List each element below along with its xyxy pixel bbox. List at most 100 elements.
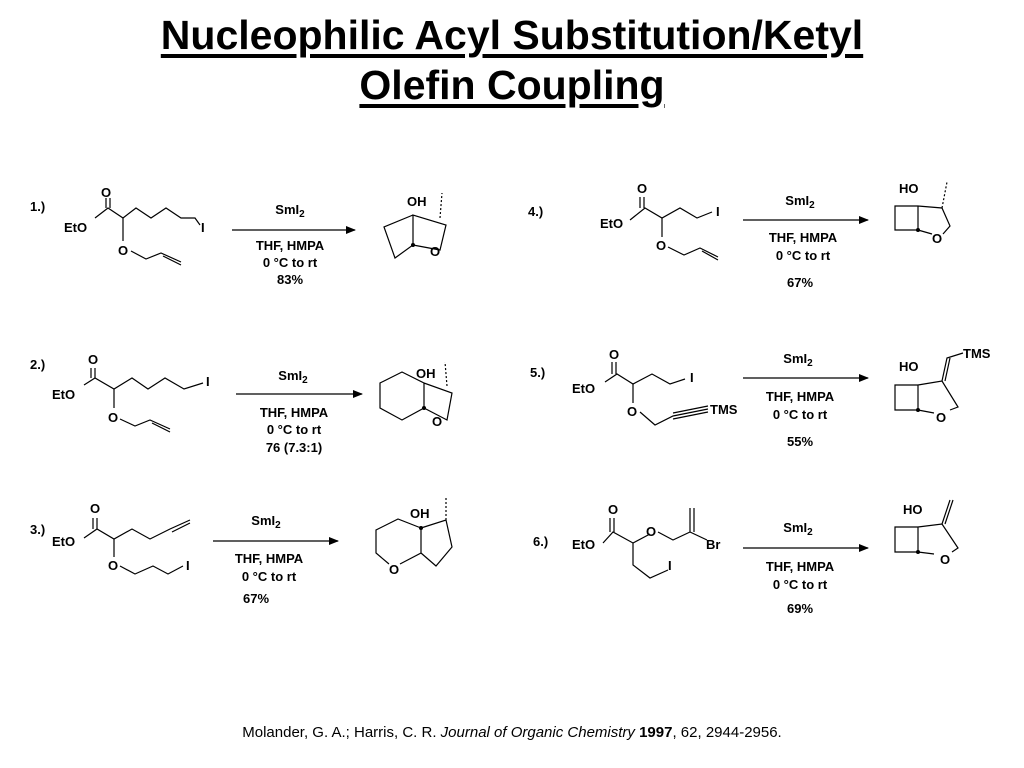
carbonyl-bond: [609, 518, 615, 532]
title-line-1: Nucleophilic Acyl Substitution/Ketyl: [160, 12, 864, 58]
reaction-arrow: SmI2 THF, HMPA 0 °C to rt 69%: [743, 520, 869, 616]
solvent-text: THF, HMPA: [256, 238, 325, 253]
atom-i: I: [716, 204, 720, 219]
reaction-6: 6.) O EtO O Br I SmI2 THF, HMPA 0 °C to …: [533, 499, 959, 616]
carbon-chain: [83, 519, 191, 540]
carbonyl-bond: [92, 518, 98, 529]
stereocenter-dot: [916, 408, 920, 412]
atom-o: O: [88, 352, 98, 367]
slide-title: Nucleophilic Acyl Substitution/Ketyl Ole…: [0, 10, 1024, 110]
fused-ring-bonds: [894, 523, 959, 555]
exocyclic-methylene-bonds: [941, 499, 954, 525]
product: OH O: [383, 192, 447, 259]
reaction-1: 1.) O EtO O I SmI2 THF, HMPA 0 °C to rt …: [30, 185, 447, 287]
title-line-2: Olefin Coupling: [359, 62, 665, 108]
atom-o: O: [646, 524, 656, 539]
starting-material: O EtO O I: [52, 501, 191, 575]
reaction-2: 2.) O EtO O I SmI2 THF, HMPA 0 °C to rt …: [30, 352, 453, 455]
atom-o: O: [389, 562, 399, 577]
atom-eto: EtO: [52, 534, 75, 549]
reaction-number: 6.): [533, 534, 548, 549]
citation-year: 1997: [639, 724, 673, 741]
atom-tms: TMS: [710, 402, 738, 417]
yield-text: 55%: [787, 434, 813, 449]
reagent-text: SmI2: [278, 368, 308, 386]
iodopropyl-ether-bonds: [113, 539, 184, 575]
stereocenter-dot: [419, 526, 423, 530]
atom-eto: EtO: [600, 216, 623, 231]
carbon-chain: [94, 207, 201, 226]
atom-o: O: [936, 410, 946, 425]
reagent-text: SmI2: [783, 351, 813, 369]
atom-o: O: [940, 552, 950, 567]
stereocenter-dot: [916, 228, 920, 232]
atom-o: O: [932, 231, 942, 246]
atom-o: O: [101, 185, 111, 200]
yield-text: 76 (7.3:1): [266, 440, 322, 455]
fused-ring-bonds: [894, 380, 959, 414]
yield-text: 67%: [243, 591, 269, 606]
product: HO O: [894, 181, 951, 246]
temperature-text: 0 °C to rt: [776, 248, 831, 263]
atom-tms: TMS: [963, 346, 991, 361]
reaction-number: 2.): [30, 357, 45, 372]
solvent-text: THF, HMPA: [769, 230, 838, 245]
product: HO O TMS: [894, 346, 991, 425]
bromoallyl-ether-bonds: [602, 508, 708, 544]
stereocenter-dot: [422, 406, 426, 410]
allyl-ether-bonds: [113, 389, 171, 433]
carbonyl-bond: [639, 197, 645, 208]
product: OH O: [375, 497, 453, 577]
reaction-arrow: SmI2 THF, HMPA 0 °C to rt 76 (7.3:1): [236, 368, 363, 455]
reaction-number: 3.): [30, 522, 45, 537]
reaction-arrow: SmI2 THF, HMPA 0 °C to rt 67%: [213, 513, 339, 606]
atom-i: I: [206, 374, 210, 389]
methyl-hashed-bond: [941, 181, 948, 209]
atom-o: O: [637, 181, 647, 196]
atom-br: Br: [706, 537, 720, 552]
reaction-arrow: SmI2 THF, HMPA 0 °C to rt 67%: [743, 193, 869, 290]
reagent-text: SmI2: [783, 520, 813, 538]
reaction-number: 4.): [528, 204, 543, 219]
stereocenter-dot: [916, 550, 920, 554]
atom-oh: OH: [416, 366, 436, 381]
product: HO O: [894, 499, 959, 567]
yield-text: 83%: [277, 272, 303, 287]
atom-o: O: [656, 238, 666, 253]
reaction-number: 1.): [30, 199, 45, 214]
solvent-text: THF, HMPA: [260, 405, 329, 420]
citation-journal: Journal of Organic Chemistry: [440, 724, 635, 741]
starting-material: O EtO O I: [600, 181, 720, 261]
yield-text: 67%: [787, 275, 813, 290]
carbon-chain: [629, 207, 713, 221]
carbonyl-bond: [611, 362, 617, 374]
product: OH O: [379, 361, 453, 429]
reagent-text: SmI2: [785, 193, 815, 211]
carbon-chain: [83, 377, 204, 390]
fused-ring-bonds: [375, 518, 453, 567]
iodoethyl-bonds: [632, 543, 669, 579]
reaction-4: 4.) O EtO O I SmI2 THF, HMPA 0 °C to rt …: [528, 181, 951, 290]
atom-eto: EtO: [64, 220, 87, 235]
stereocenter-dot: [411, 243, 415, 247]
starting-material: O EtO O I: [52, 352, 210, 433]
citation-authors: Molander, G. A.; Harris, C. R.: [242, 724, 441, 741]
atom-o: O: [90, 501, 100, 516]
reaction-3: 3.) O EtO O I SmI2 THF, HMPA 0 °C to rt …: [30, 497, 453, 606]
temperature-text: 0 °C to rt: [242, 569, 297, 584]
fused-ring-bonds: [379, 371, 453, 421]
citation: Molander, G. A.; Harris, C. R. Journal o…: [0, 724, 1024, 741]
reaction-arrow: SmI2 THF, HMPA 0 °C to rt 83%: [232, 202, 356, 287]
atom-o: O: [608, 502, 618, 517]
propargyl-ether-bonds: [632, 384, 709, 426]
fused-ring-bonds: [894, 205, 951, 235]
reaction-number: 5.): [530, 365, 545, 380]
atom-i: I: [668, 558, 672, 573]
solvent-text: THF, HMPA: [766, 559, 835, 574]
reagent-text: SmI2: [275, 202, 305, 220]
atom-oh: OH: [410, 506, 430, 521]
temperature-text: 0 °C to rt: [773, 577, 828, 592]
methyl-hashed-bond: [444, 361, 448, 387]
